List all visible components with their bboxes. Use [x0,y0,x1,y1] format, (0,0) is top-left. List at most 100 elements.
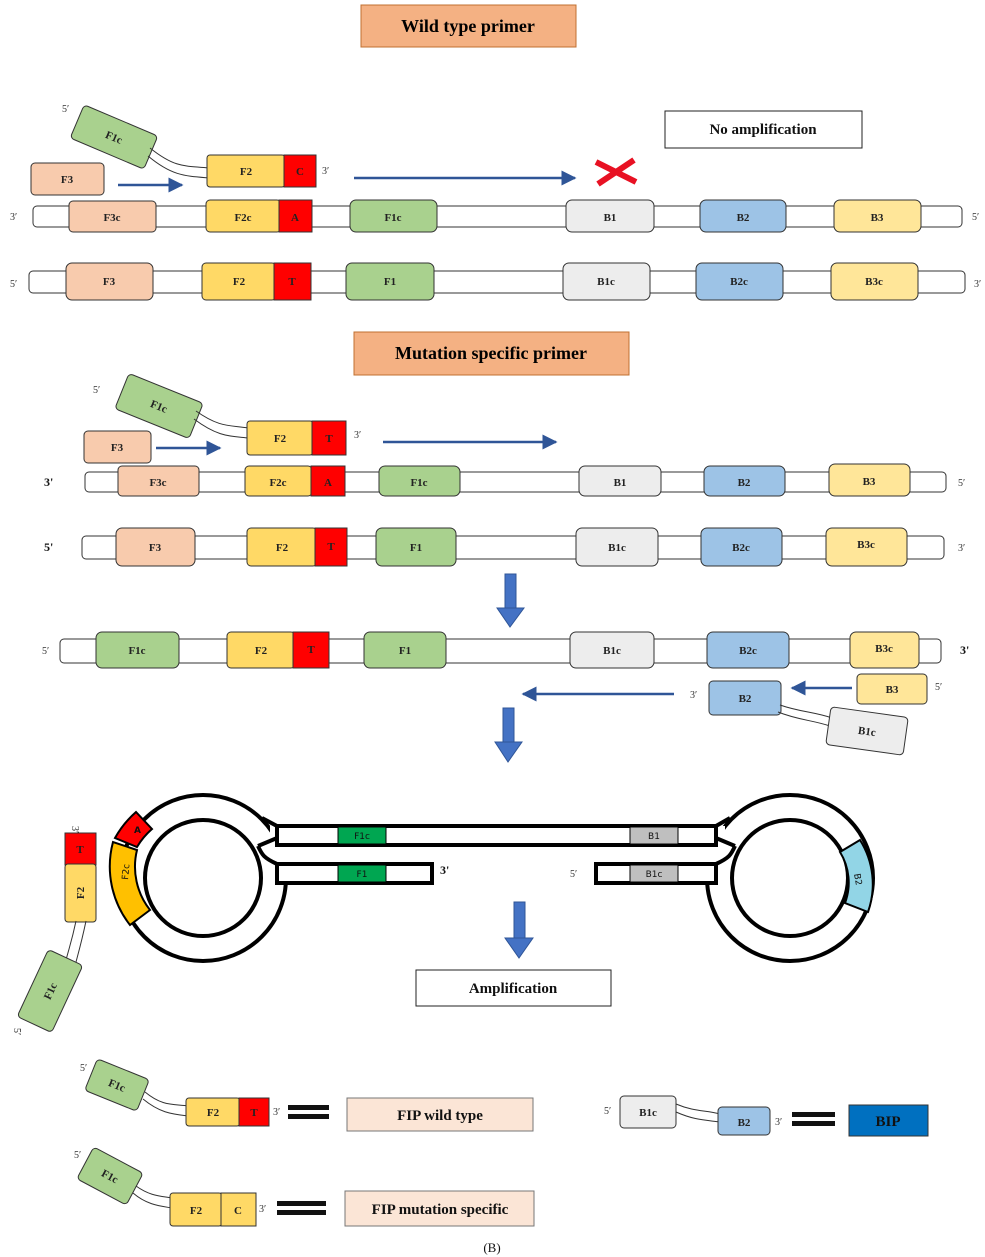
svg-text:F1: F1 [410,542,422,554]
svg-text:3′: 3′ [354,430,361,441]
svg-text:B1c: B1c [857,725,876,739]
svg-text:B3: B3 [871,212,884,224]
svg-text:F2: F2 [255,645,268,657]
down-arrow-1 [497,574,524,627]
svg-text:B3: B3 [886,684,899,696]
svg-text:F1c: F1c [384,212,401,224]
svg-text:5′: 5′ [74,1150,81,1161]
svg-text:5′: 5′ [80,1063,87,1074]
svg-text:T: T [307,644,315,656]
mut-template-strand-top: 3' 5′ F3c F2c A F1c B1 B2 B3 [44,464,965,496]
svg-text:B1c: B1c [646,870,663,880]
svg-text:B2c: B2c [739,645,757,657]
svg-text:F1: F1 [357,870,368,880]
svg-text:F2: F2 [190,1205,203,1217]
svg-text:T: T [327,541,335,553]
down-arrow-3 [505,902,533,958]
svg-text:Wild type primer: Wild type primer [401,16,535,36]
legend-fip-wild-type: 5′ F1c F2 T 3′ FIP wild type [80,1059,533,1131]
legend-bip: 5′ B1c B2 3′ BIP [604,1096,928,1136]
svg-text:F2: F2 [75,886,87,899]
svg-text:5′: 5′ [11,1028,22,1035]
svg-text:3′: 3′ [974,279,981,290]
svg-text:F3: F3 [61,174,74,186]
svg-text:F1: F1 [399,645,411,657]
svg-text:3′: 3′ [10,212,17,223]
svg-text:A: A [291,212,299,224]
svg-text:5′: 5′ [604,1106,611,1117]
wild-type-title: Wild type primer [361,5,576,47]
wt-template-strand-top: 3′ 5′ F3c F2c A F1c B1 B2 B3 [10,200,979,232]
wt-template-strand-bottom: 5′ 3′ F3 F2 T F1 B1c B2c B3c [10,263,981,300]
fip-bound-to-loop: 3′ T F2 F1c 5′ [11,826,96,1035]
svg-text:3': 3' [44,475,53,489]
svg-text:5′: 5′ [570,869,577,880]
b3-primer: B3 5′ [857,674,942,704]
svg-text:T: T [250,1107,258,1119]
svg-text:A: A [324,477,332,489]
svg-text:5′: 5′ [10,279,17,290]
mutation-title: Mutation specific primer [354,332,629,375]
svg-text:B2: B2 [738,477,751,489]
svg-text:F2c: F2c [234,212,251,224]
svg-text:F2: F2 [276,542,289,554]
svg-text:3′: 3′ [690,690,697,701]
svg-text:T: T [76,844,84,856]
svg-text:B2: B2 [738,1117,751,1129]
svg-text:C: C [296,166,304,178]
svg-text:B2: B2 [851,873,863,886]
svg-text:5′: 5′ [972,212,979,223]
figure-caption: (B) [483,1240,500,1255]
svg-text:3′: 3′ [273,1107,280,1118]
svg-text:F1: F1 [384,276,396,288]
svg-text:3′: 3′ [775,1117,782,1128]
svg-text:3': 3' [440,863,449,877]
dumbbell-structure: F1c B1 F1 B1c 3' 5′ A F2c B2 [110,795,873,961]
svg-text:5′: 5′ [958,478,965,489]
no-amplification-box: No amplification [665,111,862,148]
wt-f3-primer: F3 [31,163,104,195]
mut-template-strand-bottom: 5' 3′ F3 F2 T F1 B1c B2c B3c [44,528,965,566]
svg-text:B1c: B1c [639,1107,657,1119]
svg-text:B1: B1 [648,832,660,842]
svg-text:F2c: F2c [121,864,132,881]
svg-text:Amplification: Amplification [469,981,558,997]
svg-text:B2c: B2c [732,542,750,554]
svg-text:T: T [288,276,296,288]
amplification-box: Amplification [416,970,611,1006]
svg-text:FIP wild type: FIP wild type [397,1108,483,1124]
svg-text:5′: 5′ [935,682,942,693]
svg-text:F2c: F2c [269,477,286,489]
down-arrow-2 [495,708,522,762]
svg-text:Mutation specific primer: Mutation specific primer [395,343,587,363]
svg-text:F2: F2 [233,276,246,288]
svg-text:A: A [134,826,141,836]
mut-f3-primer: F3 [84,431,151,463]
svg-text:F3c: F3c [103,212,120,224]
svg-text:5′: 5′ [93,385,100,396]
svg-text:B2: B2 [739,693,752,705]
svg-text:5': 5' [44,540,53,554]
svg-text:B1: B1 [614,477,627,489]
svg-text:F3: F3 [149,542,162,554]
svg-text:B1: B1 [604,212,617,224]
svg-text:F3: F3 [103,276,116,288]
svg-text:T: T [325,433,333,445]
svg-text:B2c: B2c [730,276,748,288]
svg-text:F1c: F1c [354,832,370,842]
svg-text:5′: 5′ [62,104,69,115]
svg-text:F2: F2 [274,433,287,445]
svg-text:B1c: B1c [603,645,621,657]
svg-text:FIP mutation specific: FIP mutation specific [372,1202,509,1218]
svg-text:No amplification: No amplification [709,122,817,138]
svg-text:F3c: F3c [149,477,166,489]
intermediate-strand: 5′ 3' F1c F2 T F1 B1c B2c B3c [42,632,969,668]
svg-text:3′: 3′ [259,1204,266,1215]
svg-text:F3: F3 [111,442,124,454]
svg-text:F1c: F1c [128,645,145,657]
svg-text:B3c: B3c [857,539,875,551]
svg-text:B1c: B1c [597,276,615,288]
svg-text:3′: 3′ [958,543,965,554]
svg-text:B2: B2 [737,212,750,224]
